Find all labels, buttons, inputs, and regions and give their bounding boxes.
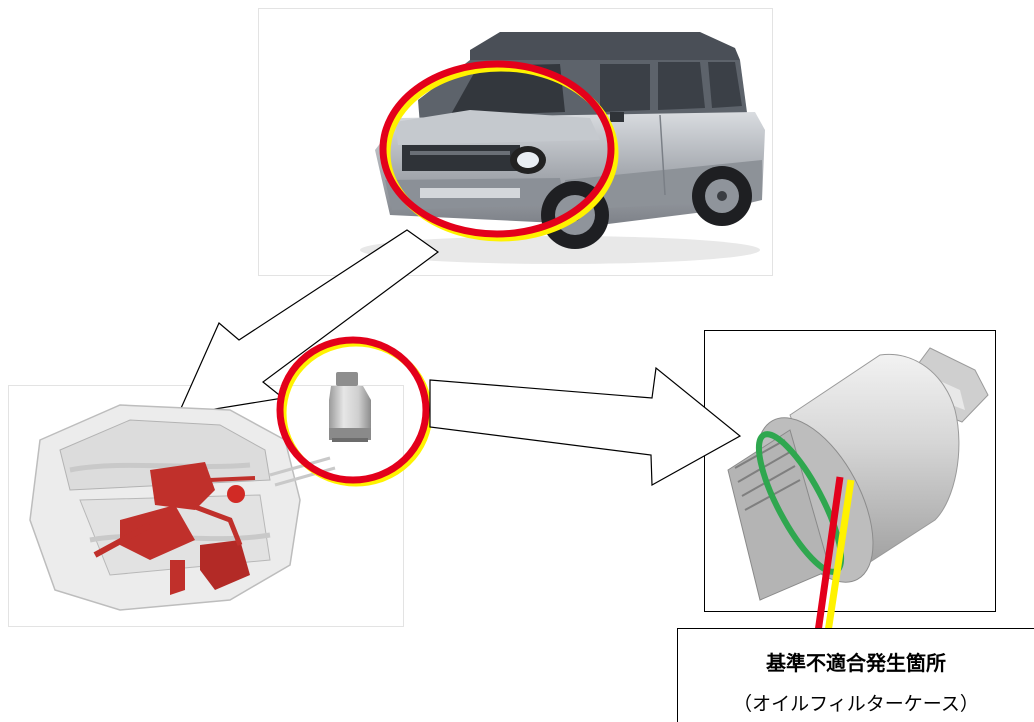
defect-location-title: 基準不適合発生箇所: [766, 651, 946, 675]
oil-filter-case-detail: [727, 347, 989, 601]
vehicle-illustration: [360, 32, 765, 264]
oil-filter-case-small: [329, 372, 371, 442]
arrow-vehicle-to-engine: [177, 229, 440, 416]
defect-location-part-name: （オイルフィルターケース）: [733, 693, 979, 715]
arrow-filter-to-detail: [429, 366, 742, 487]
defect-location-marker: [814, 476, 855, 633]
vehicle-front-highlight-circle: [379, 60, 619, 242]
engine-illustration: [29, 404, 336, 611]
oil-filter-highlight-circle: [276, 336, 433, 487]
defect-location-label-box: 基準不適合発生箇所 （オイルフィルターケース）: [677, 628, 1034, 722]
